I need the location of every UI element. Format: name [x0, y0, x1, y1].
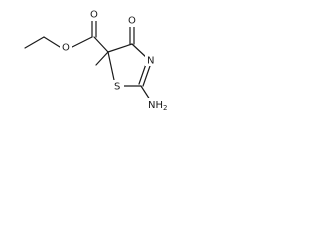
amino-label: NH [148, 100, 163, 111]
bond-carbonyl-c-quaternary [93, 36, 109, 53]
bond-ethyl-ch2-o [43, 36, 61, 48]
atom-amino-group: NH2 [148, 100, 167, 113]
bond-c2-nh2 [140, 85, 151, 101]
amino-subscript: 2 [163, 104, 167, 112]
bond-ethyl-ch3-ch2 [24, 36, 45, 49]
atom-ring-sulfur: S [114, 82, 120, 93]
bond-o-carbonyl-c [71, 36, 93, 48]
bond-c4-n3 [131, 43, 148, 59]
bonds [24, 19, 151, 101]
atom-ester-carbonyl-oxygen: O [90, 10, 98, 21]
bond-c5-c4 [107, 43, 133, 53]
bond-n3-c2-double-b [138, 63, 147, 85]
atom-ester-oxygen: O [62, 43, 70, 54]
structure-diagram: O O O N S NH2 [24, 9, 173, 112]
atom-ring-nitrogen: N [147, 56, 154, 67]
bond-n3-c2-double-a [142, 65, 151, 87]
bond-methyl [95, 51, 109, 66]
atom-labels: O O O N S NH2 [60, 9, 173, 112]
bond-s1-c5 [107, 51, 115, 81]
atom-ring-carbonyl-oxygen: O [128, 16, 136, 27]
